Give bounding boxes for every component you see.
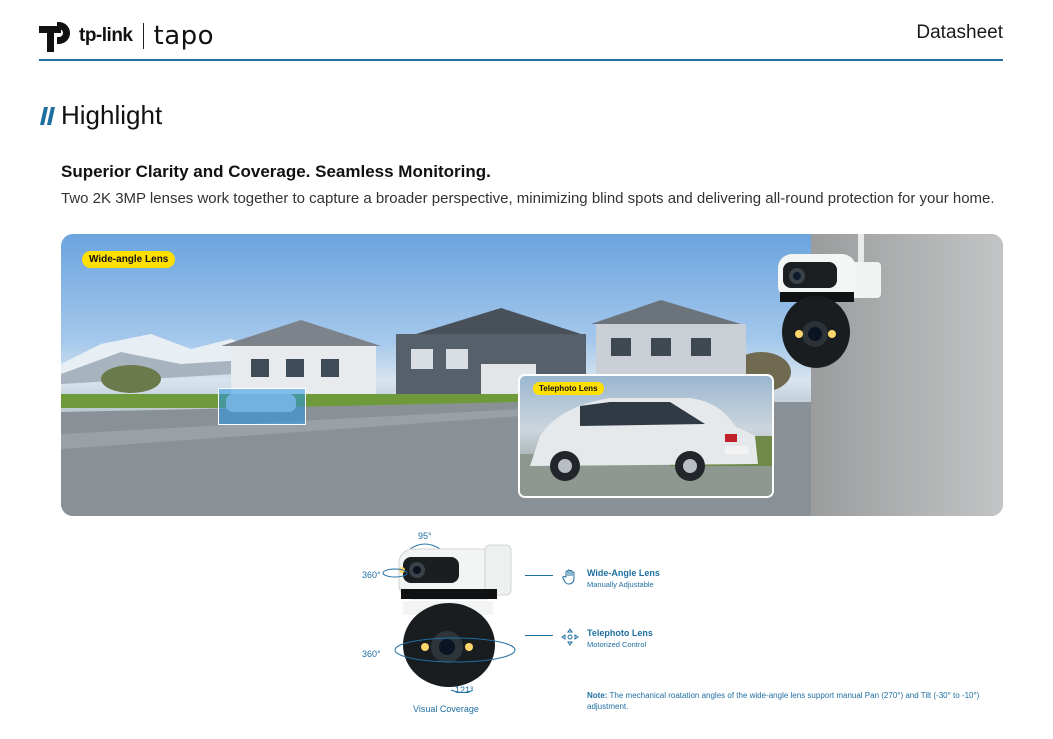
document-type: Datasheet	[916, 22, 1003, 43]
angle-lower-left-label: 360°	[362, 649, 381, 659]
note-text: The mechanical roatation angles of the w…	[587, 691, 980, 711]
feature-telephoto-title: Telephoto Lens	[587, 628, 653, 638]
callout-line	[525, 635, 553, 636]
section-title-text: Highlight	[61, 100, 163, 130]
rotation-note: Note: The mechanical roatation angles of…	[587, 690, 997, 712]
callout-line	[525, 575, 553, 576]
feature-wide-angle-subtitle: Manually Adjustable	[587, 580, 654, 589]
page-header: tp-link tapo Datasheet	[39, 16, 1003, 60]
car-illustration	[520, 398, 772, 496]
tp-link-logo-icon	[39, 22, 70, 52]
angle-bottom-label: 121°	[455, 685, 474, 695]
feature-wide-angle-title: Wide-Angle Lens	[587, 568, 660, 578]
feature-telephoto-subtitle: Motorized Control	[587, 640, 647, 649]
section-title: Highlight	[39, 100, 162, 131]
telephoto-lens-label: Telephoto Lens	[533, 382, 604, 395]
angle-upper-left-label: 360°	[362, 570, 381, 580]
camera-coverage-diagram: tapo 95° 360° 360° 121°	[355, 525, 525, 715]
note-label: Note:	[587, 691, 608, 700]
feature-wide-angle-text: Wide-Angle Lens Manually Adjustable	[587, 568, 660, 589]
feature-description: Two 2K 3MP lenses work together to captu…	[61, 190, 995, 207]
diagram-caption: Visual Coverage	[413, 704, 479, 714]
hand-icon	[562, 569, 575, 585]
header-divider	[39, 59, 1003, 61]
feature-telephoto-text: Telephoto Lens Motorized Control	[587, 628, 653, 649]
wide-angle-lens-label: Wide-angle Lens	[82, 251, 176, 268]
brand-divider	[142, 23, 144, 49]
feature-wide-angle: Wide-Angle Lens Manually Adjustable	[525, 568, 660, 589]
double-slash-icon	[40, 106, 55, 125]
brand-tapo-text: tapo	[153, 21, 215, 51]
feature-heading: Superior Clarity and Coverage. Seamless …	[61, 162, 491, 181]
wide-angle-selection-box	[218, 388, 306, 425]
rotate-arrows-icon	[561, 628, 579, 646]
angle-top-label: 95°	[418, 531, 432, 541]
hero-image: tapo Wide-angle Lens Telephoto Lens	[61, 234, 1003, 516]
brand-tplink-text: tp-link	[79, 25, 133, 46]
camera-diagram-illustration: tapo	[382, 543, 516, 693]
feature-telephoto: Telephoto Lens Motorized Control	[525, 628, 653, 649]
brand-logo: tp-link tapo	[39, 16, 214, 56]
